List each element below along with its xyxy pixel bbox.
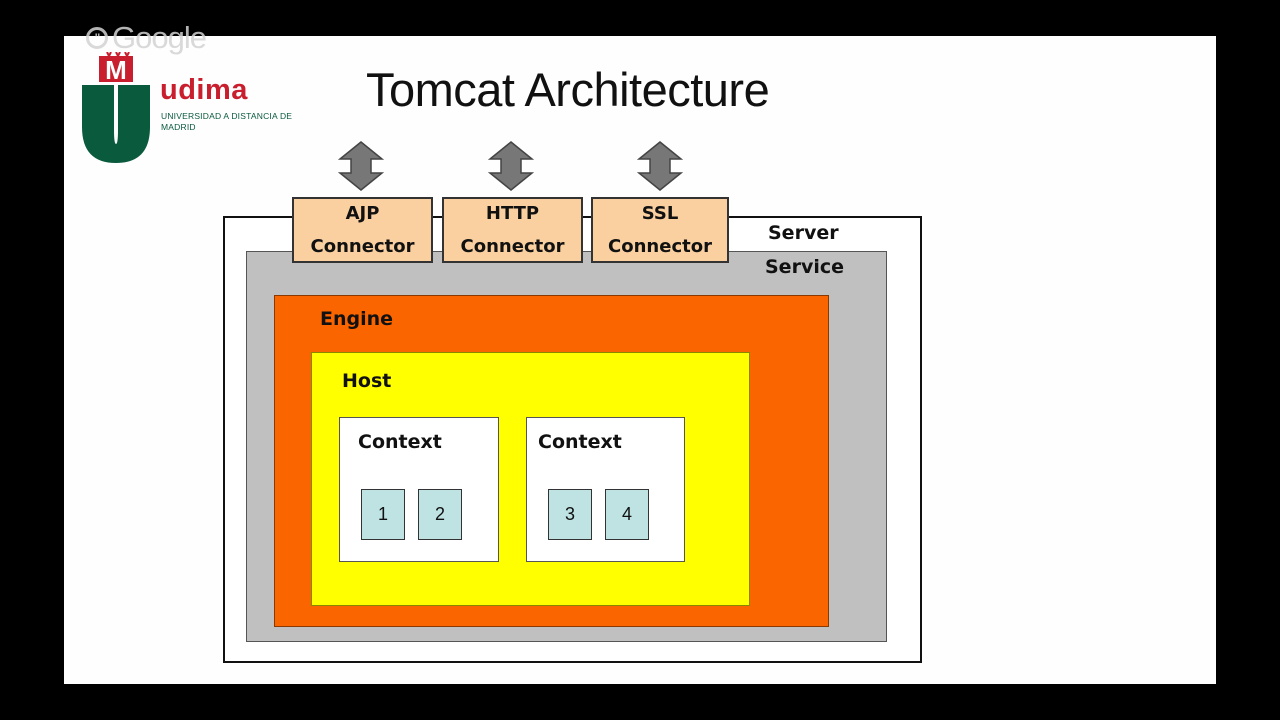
logo-m-block <box>99 56 133 82</box>
hangout-icon: " <box>86 27 108 49</box>
servlet-box-4: 4 <box>605 489 649 540</box>
connector-name: AJP <box>345 203 380 224</box>
logo-stars-icon <box>106 52 130 59</box>
connector-type: Connector <box>460 236 565 257</box>
watermark-text: Google <box>112 20 207 55</box>
connector-name: SSL <box>641 203 679 224</box>
connector-type: Connector <box>608 236 712 257</box>
double-arrow-icon <box>338 141 384 191</box>
logo-name: udima <box>160 74 248 106</box>
udima-logo: M <box>82 52 150 163</box>
engine-label: Engine <box>320 308 394 330</box>
slide-title: Tomcat Architecture <box>366 63 770 116</box>
server-label: Server <box>768 222 839 244</box>
double-arrow-icon <box>488 141 534 191</box>
http-connector-box: HTTP Connector <box>442 197 583 263</box>
ssl-connector-box: SSL Connector <box>591 197 729 263</box>
logo-subtitle: UNIVERSIDAD A DISTANCIA DE MADRID <box>161 111 293 132</box>
service-label: Service <box>765 256 844 278</box>
servlet-box-2: 2 <box>418 489 462 540</box>
servlet-box-1: 1 <box>361 489 405 540</box>
host-label: Host <box>342 370 392 392</box>
google-plus-watermark: " Google <box>86 20 207 56</box>
context-label-2: Context <box>538 431 622 453</box>
ajp-connector-box: AJP Connector <box>292 197 433 263</box>
context-label-1: Context <box>358 431 442 453</box>
double-arrow-icon <box>637 141 683 191</box>
logo-m-letter: M <box>105 55 127 85</box>
servlet-box-3: 3 <box>548 489 592 540</box>
connector-type: Connector <box>310 236 415 257</box>
logo-u-shape <box>82 85 150 163</box>
connector-name: HTTP <box>485 203 540 224</box>
